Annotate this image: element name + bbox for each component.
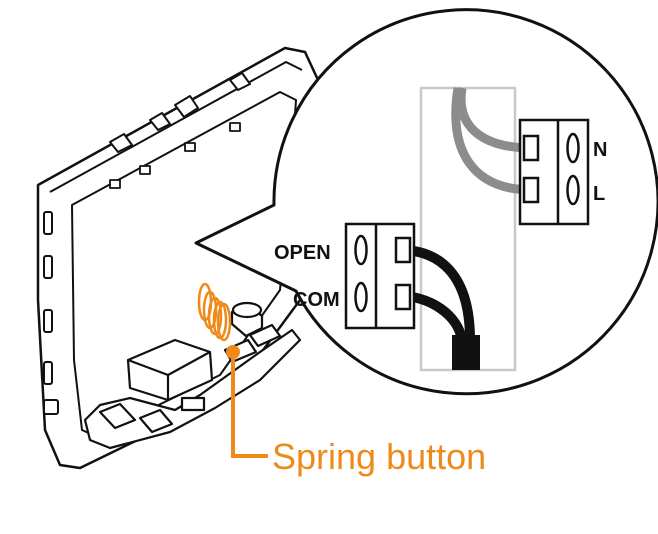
spring-coil — [197, 282, 232, 342]
back-box — [36, 46, 320, 470]
label-com: COM — [293, 289, 340, 311]
spring-button-callout: Spring button — [226, 345, 486, 477]
label-n: N — [593, 139, 607, 161]
terminal-strip — [83, 328, 302, 450]
left-wall-slots — [43, 211, 59, 415]
back-box-rim — [49, 61, 303, 193]
gray-wires — [451, 87, 533, 195]
top-wall-notches — [109, 72, 251, 153]
label-l: L — [593, 183, 605, 205]
zoom-bubble — [194, 8, 658, 396]
callout-leader-line — [231, 352, 268, 458]
spring-button-label: Spring button — [272, 436, 486, 477]
small-component — [180, 396, 206, 412]
inner-tabs — [109, 122, 241, 189]
bottom-components — [83, 301, 302, 450]
cable-sheath — [452, 335, 480, 370]
nl-terminal-block — [518, 118, 590, 226]
label-open: OPEN — [274, 242, 331, 264]
wire-n — [456, 87, 533, 153]
wire-l — [451, 87, 533, 195]
open-com-terminal-block — [344, 222, 416, 330]
relay-block — [126, 338, 214, 402]
